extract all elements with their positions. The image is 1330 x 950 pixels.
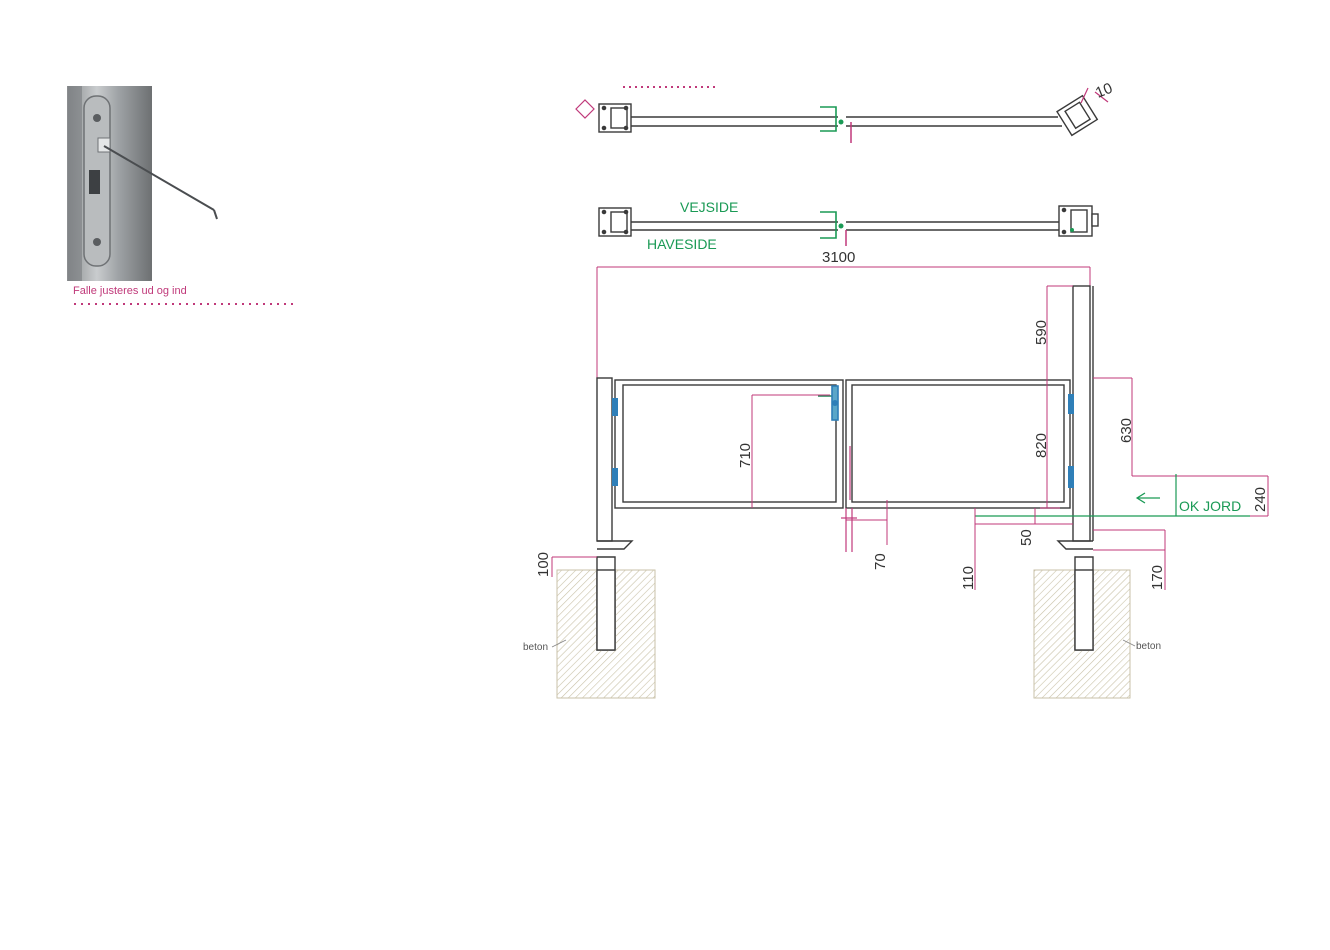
dim-line-hinge-ground xyxy=(1093,377,1240,477)
dim-line-gap xyxy=(975,508,1073,525)
plan-view-closed xyxy=(598,205,1099,246)
label-road-side: VEJSIDE xyxy=(680,199,738,215)
dim-line-frame-height xyxy=(751,394,830,508)
dim-ground-span: 240 xyxy=(1252,487,1269,512)
right-gate-leaf xyxy=(845,379,1071,509)
dim-bottom-offset: 70 xyxy=(872,553,889,570)
dim-hinge-to-ground: 630 xyxy=(1118,418,1135,443)
dim-total-width: 3100 xyxy=(822,249,855,266)
dim-plate: 100 xyxy=(535,552,552,577)
dim-angle: 10 xyxy=(1093,80,1115,102)
dim-post-above: 590 xyxy=(1033,320,1050,345)
center-latch xyxy=(818,385,857,552)
concrete-label-left: beton xyxy=(523,642,548,653)
hinges xyxy=(612,394,1074,488)
dim-frame-height: 710 xyxy=(737,443,754,468)
dim-gap: 50 xyxy=(1018,529,1035,546)
left-gate-leaf xyxy=(614,379,844,509)
dim-line-ground-span xyxy=(1240,475,1269,517)
concrete-label-right: beton xyxy=(1136,641,1161,652)
dim-right-frame: 820 xyxy=(1033,433,1050,458)
latch-photo xyxy=(67,86,218,281)
plan-view-open xyxy=(575,86,1109,143)
concrete-footing-right xyxy=(1033,569,1136,699)
dim-line-post-above xyxy=(1046,285,1073,378)
ground-level xyxy=(975,474,1250,517)
dim-post-foot: 170 xyxy=(1149,565,1166,590)
ground-label: OK JORD xyxy=(1179,498,1241,514)
dim-line-plate xyxy=(551,556,597,577)
dim-line-bottom-offset xyxy=(846,500,888,545)
dim-clearance-left: 110 xyxy=(960,566,977,590)
dim-line-right-frame xyxy=(1040,378,1060,509)
label-garden-side: HAVESIDE xyxy=(647,236,717,252)
latch-photo-caption: Falle justeres ud og ind xyxy=(73,285,187,297)
dim-line-total-width xyxy=(596,266,1091,378)
concrete-footing-left xyxy=(551,569,656,699)
dim-line-post-foot xyxy=(1093,529,1166,590)
